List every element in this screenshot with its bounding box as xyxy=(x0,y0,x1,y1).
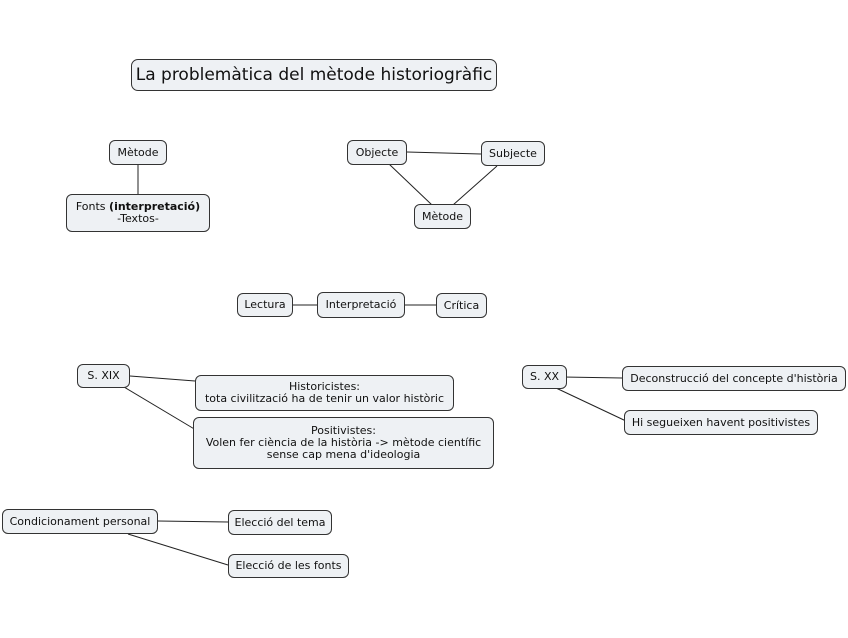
node-condicionament[interactable]: Condicionament personal xyxy=(2,509,158,534)
link-objecte-subjecte xyxy=(406,151,482,155)
node-lectura-label: Lectura xyxy=(244,298,286,311)
node-fonts-line2: -Textos- xyxy=(117,212,159,225)
node-interpretacio-label: Interpretació xyxy=(325,298,397,311)
node-s-xix-label: S. XIX xyxy=(87,369,120,382)
node-objecte-label: Objecte xyxy=(355,145,399,159)
link-sxix-historicistes xyxy=(129,375,196,382)
node-s-xx[interactable]: S. XX xyxy=(522,365,567,389)
node-eleccio-tema-label: Elecció del tema xyxy=(234,515,326,529)
node-fonts-line1: Fonts (interpretació) xyxy=(76,201,200,213)
node-segueixen[interactable]: Hi segueixen havent positivistes xyxy=(624,410,818,435)
node-fonts-bold: (interpretació) xyxy=(109,200,201,213)
link-sxix-positivistes xyxy=(123,386,197,431)
link-objecte-metode xyxy=(388,163,433,206)
link-subjecte-metode xyxy=(452,165,498,206)
node-critica[interactable]: Crítica xyxy=(436,293,487,318)
node-condicionament-label: Condicionament personal xyxy=(9,514,151,528)
link-condicionament-fonts xyxy=(127,533,229,566)
node-eleccio-fonts-label: Elecció de les fonts xyxy=(235,559,342,572)
node-s-xx-label: S. XX xyxy=(529,370,560,383)
node-historicistes[interactable]: Historicistes: tota civilització ha de t… xyxy=(195,375,454,411)
link-condicionament-tema xyxy=(157,520,229,523)
node-critica-label: Crítica xyxy=(443,298,480,312)
node-fonts[interactable]: Fonts (interpretació) -Textos- xyxy=(66,194,210,232)
link-sxx-deconstruccio xyxy=(562,376,623,379)
node-metode-left[interactable]: Mètode xyxy=(109,140,167,165)
node-fonts-text: Fonts xyxy=(75,200,110,213)
node-metode-center-label: Mètode xyxy=(421,209,464,223)
node-eleccio-fonts[interactable]: Elecció de les fonts xyxy=(228,554,349,578)
node-objecte[interactable]: Objecte xyxy=(347,140,407,165)
node-deconstruccio-label: Deconstrucció del concepte d'història xyxy=(630,371,838,385)
node-s-xix[interactable]: S. XIX xyxy=(77,364,130,388)
node-interpretacio[interactable]: Interpretació xyxy=(317,292,405,318)
node-metode-left-label: Mètode xyxy=(117,145,159,159)
node-subjecte[interactable]: Subjecte xyxy=(481,141,545,166)
node-subjecte-label: Subjecte xyxy=(489,146,537,160)
diagram-title: La problemàtica del mètode historiogràfi… xyxy=(131,59,497,91)
node-positivistes-line1: Positivistes: xyxy=(311,424,376,437)
node-positivistes-line3: sense cap mena d'ideologia xyxy=(266,448,421,461)
node-segueixen-label: Hi segueixen havent positivistes xyxy=(631,415,811,429)
link-sxx-segueixen xyxy=(555,387,627,422)
node-lectura[interactable]: Lectura xyxy=(237,293,293,317)
node-historicistes-line2: tota civilització ha de tenir un valor h… xyxy=(204,392,445,405)
node-metode-center[interactable]: Mètode xyxy=(414,204,471,229)
node-positivistes[interactable]: Positivistes: Volen fer ciència de la hi… xyxy=(193,417,494,469)
node-historicistes-line1: Historicistes: xyxy=(288,380,361,393)
node-positivistes-line2: Volen fer ciència de la història -> mèto… xyxy=(205,436,482,449)
node-deconstruccio[interactable]: Deconstrucció del concepte d'història xyxy=(622,366,846,391)
node-eleccio-tema[interactable]: Elecció del tema xyxy=(228,510,332,535)
diagram-title-text: La problemàtica del mètode historiogràfi… xyxy=(135,65,493,85)
